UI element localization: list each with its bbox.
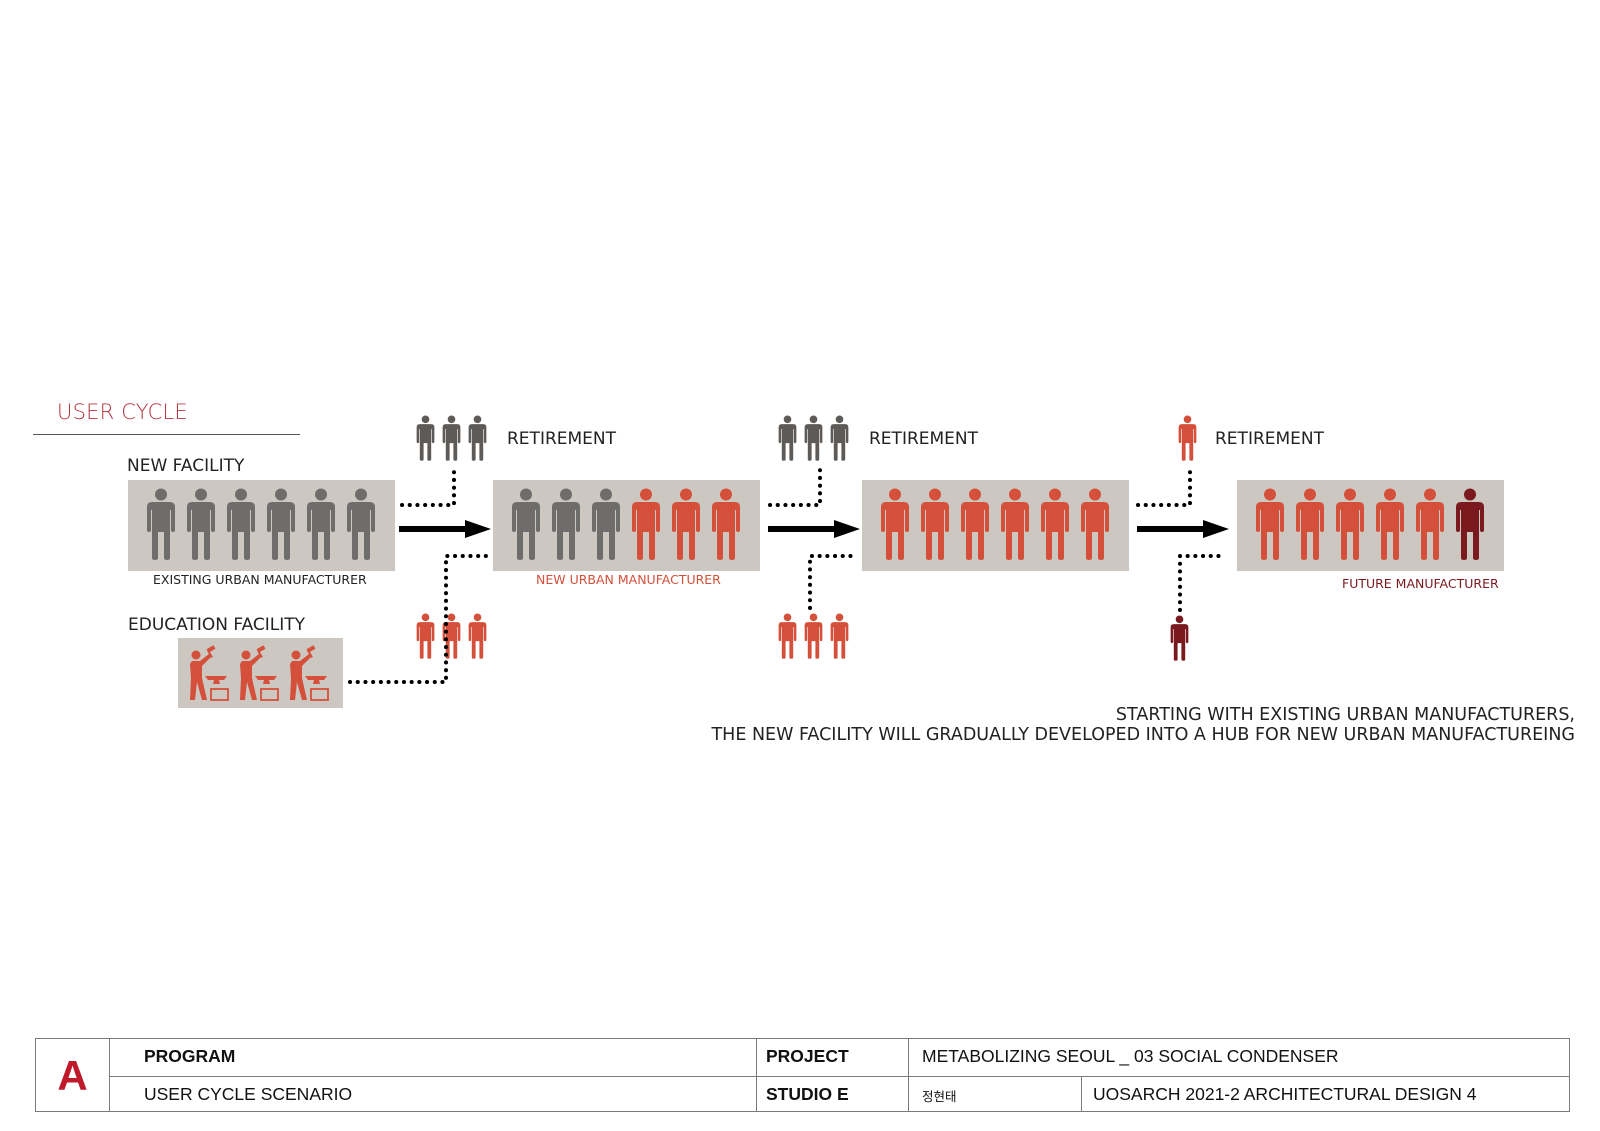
new-manufacturer-caption: NEW URBAN MANUFACTURER	[536, 572, 721, 587]
retiree-group-2	[778, 414, 849, 462]
person-icon	[442, 414, 461, 462]
person-icon	[1178, 414, 1197, 462]
person-icon	[1170, 614, 1189, 662]
stage-figures	[1255, 488, 1485, 560]
person-icon	[778, 612, 797, 660]
stage-figures	[880, 488, 1110, 560]
person-icon	[346, 488, 376, 560]
person-icon	[146, 488, 176, 560]
person-icon	[1375, 488, 1405, 560]
retirement-label-1: RETIREMENT	[507, 429, 617, 449]
person-icon	[1295, 488, 1325, 560]
person-icon	[804, 414, 823, 462]
person-icon	[1040, 488, 1070, 560]
logo: A	[36, 1039, 109, 1112]
section-title: USER CYCLE	[57, 400, 188, 424]
person-icon	[804, 612, 823, 660]
person-icon	[1080, 488, 1110, 560]
person-icon	[920, 488, 950, 560]
person-icon	[226, 488, 256, 560]
person-icon	[551, 488, 581, 560]
person-icon	[830, 612, 849, 660]
project-value: METABOLIZING SEOUL _ 03 SOCIAL CONDENSER	[922, 1046, 1339, 1066]
person-icon	[591, 488, 621, 560]
blacksmith-icon	[187, 644, 231, 702]
stage-panel-2	[493, 480, 760, 571]
cycle-description: STARTING WITH EXISTING URBAN MANUFACTURE…	[711, 705, 1575, 745]
education-facility-label: EDUCATION FACILITY	[128, 615, 306, 635]
education-panel	[178, 638, 343, 708]
person-icon	[1335, 488, 1365, 560]
person-icon	[830, 414, 849, 462]
stage-panel-1	[128, 480, 395, 571]
title-block: A PROGRAM USER CYCLE SCENARIO PROJECT ST…	[35, 1038, 1570, 1112]
blacksmith-icon	[287, 644, 331, 702]
person-icon	[416, 414, 435, 462]
stage-figures	[511, 488, 741, 560]
arrow-right-icon	[399, 519, 491, 539]
program-label: PROGRAM	[144, 1046, 236, 1066]
person-icon	[1255, 488, 1285, 560]
person-icon	[1415, 488, 1445, 560]
logo-mark: A	[57, 1051, 88, 1099]
arrow-right-icon	[1137, 519, 1229, 539]
person-icon	[186, 488, 216, 560]
new-facility-label: NEW FACILITY	[127, 456, 245, 476]
course-value: UOSARCH 2021-2 ARCHITECTURAL DESIGN 4	[1093, 1084, 1477, 1104]
retirement-label-3: RETIREMENT	[1215, 429, 1325, 449]
person-icon	[778, 414, 797, 462]
person-icon	[880, 488, 910, 560]
blacksmith-icon	[237, 644, 281, 702]
person-icon	[416, 612, 435, 660]
description-line-2: THE NEW FACILITY WILL GRADUALLY DEVELOPE…	[711, 725, 1575, 745]
person-icon	[468, 414, 487, 462]
person-icon	[468, 612, 487, 660]
entrant-group-3	[1170, 614, 1189, 662]
person-icon	[1455, 488, 1485, 560]
arrow-right-icon	[768, 519, 860, 539]
project-label: PROJECT	[766, 1046, 849, 1066]
person-icon	[511, 488, 541, 560]
person-icon	[711, 488, 741, 560]
person-icon	[631, 488, 661, 560]
stage-panel-4	[1237, 480, 1504, 571]
person-icon	[960, 488, 990, 560]
stage-figures	[146, 488, 376, 560]
program-value: USER CYCLE SCENARIO	[144, 1084, 353, 1104]
entrant-group-2	[778, 612, 849, 660]
person-icon	[306, 488, 336, 560]
studio-instructor: 정현태	[922, 1089, 957, 1104]
studio-label: STUDIO E	[766, 1084, 849, 1104]
section-divider	[33, 434, 300, 435]
retiree-group-1	[416, 414, 487, 462]
retirement-label-2: RETIREMENT	[869, 429, 979, 449]
future-manufacturer-caption: FUTURE MANUFACTURER	[1342, 576, 1499, 591]
existing-manufacturer-caption: EXISTING URBAN MANUFACTURER	[153, 572, 367, 587]
description-line-1: STARTING WITH EXISTING URBAN MANUFACTURE…	[1115, 705, 1575, 725]
person-icon	[671, 488, 701, 560]
person-icon	[266, 488, 296, 560]
stage-panel-3	[862, 480, 1129, 571]
person-icon	[1000, 488, 1030, 560]
retiree-group-3	[1178, 414, 1197, 462]
education-workers	[187, 644, 331, 702]
